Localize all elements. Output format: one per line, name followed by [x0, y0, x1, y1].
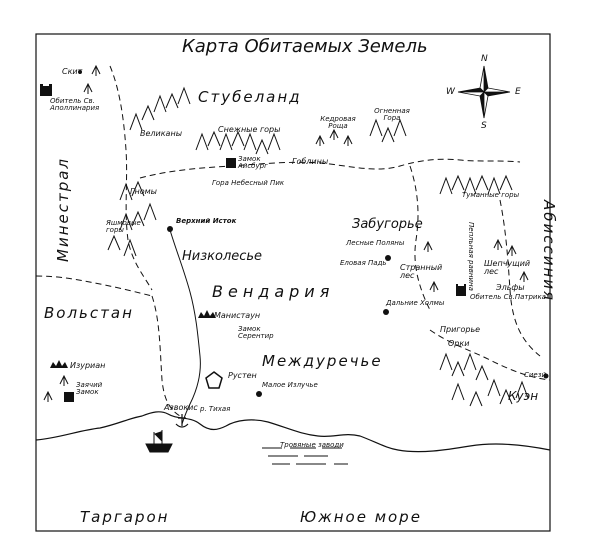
- region-abyssinia: Абиссиния: [540, 200, 558, 303]
- region-targaron: Таргарон: [80, 508, 170, 526]
- compass-s: S: [481, 121, 487, 131]
- river-tikhaya: [169, 229, 201, 425]
- forests: [43, 64, 529, 402]
- map-border: [35, 33, 551, 532]
- place-reed-backwaters: Тровяные заводи: [280, 441, 344, 449]
- place-whispering-forest: Шепчущий лес: [484, 259, 531, 276]
- place-foggy-mountains: Туманные горы: [462, 191, 520, 199]
- place-velikany: Великаны: [140, 129, 183, 138]
- place-foothills: Пригорье: [440, 325, 481, 334]
- place-castle-zavchy: Заячий Замок: [76, 381, 103, 396]
- place-snow-mountains: Снежные горы: [218, 125, 281, 134]
- place-gnomy: Гномы: [130, 187, 157, 196]
- region-mezhdurechye: Междуречье: [262, 352, 383, 370]
- place-gobliny: Гоблины: [292, 157, 329, 166]
- pentagon-icon: [205, 371, 223, 389]
- place-izurian: Изуриан: [70, 361, 106, 370]
- castle-icons: [40, 84, 466, 402]
- mountains: [107, 86, 529, 407]
- region-vendaria: Вендария: [212, 282, 335, 301]
- place-mount-heavenly-peak: Гора Небесный Пик: [212, 179, 285, 187]
- place-skit: Скит: [62, 67, 83, 76]
- place-river-quiet: р. Тихая: [200, 405, 231, 413]
- region-south-sea: Южное море: [300, 508, 422, 526]
- place-upper-source: Верхний Исток: [176, 217, 237, 225]
- place-castle-serentir: Замок Серентир: [238, 325, 274, 340]
- compass-n: N: [481, 54, 488, 64]
- compass-rose-icon: [457, 65, 511, 119]
- coastline: [35, 411, 551, 453]
- place-cedar-grove: Кедровая Роща: [320, 115, 356, 130]
- anchor-icon: [175, 414, 189, 428]
- region-zabugorye: Забугорье: [352, 217, 423, 232]
- place-forest-clearings: Лесные Поляны: [346, 239, 405, 247]
- region-stubeland: Стубеланд: [198, 88, 302, 106]
- place-obitel-apollinaria: Обитель Св. Аполлинария: [50, 97, 100, 112]
- place-orcs: Орки: [448, 339, 470, 348]
- region-nizkolesye: Низколесье: [182, 249, 263, 264]
- region-kuen: Куэн: [508, 389, 539, 403]
- place-azvokis: Азвокис: [164, 403, 198, 412]
- region-volstan: Вольстан: [44, 304, 134, 322]
- region-minestral: Минестрал: [54, 156, 72, 262]
- place-spruce-hollow: Еловая Падь: [340, 259, 387, 267]
- ship-icon: [145, 430, 173, 453]
- place-obitel-patrick: Обитель Св.Патрика: [470, 293, 546, 301]
- place-fire-mountain: Огненная Гора: [374, 107, 410, 122]
- city-markers: [78, 70, 549, 397]
- place-strange-forest: Странный лес: [400, 263, 443, 280]
- place-manistaun: Манистаун: [214, 311, 261, 320]
- place-elves: Эльфы: [496, 283, 525, 292]
- crown-icons: [50, 310, 216, 368]
- map-title: Карта Обитаемых Земель: [182, 36, 428, 57]
- compass-e: E: [515, 87, 521, 97]
- place-rusten: Рустен: [228, 371, 257, 380]
- place-siezhi: Сиезй: [524, 371, 547, 379]
- place-jasper-mountains: Яшмовые горы: [106, 219, 141, 234]
- place-small-bend: Малое Излучье: [262, 381, 318, 389]
- place-far-hills: Дальние Холмы: [386, 299, 445, 307]
- compass-w: W: [446, 87, 455, 97]
- reed-backwaters-marks: [262, 447, 348, 465]
- place-castle-aisburg: Замок Айсбург: [238, 155, 268, 170]
- place-ash-plain: Пепльная равнина: [467, 222, 475, 291]
